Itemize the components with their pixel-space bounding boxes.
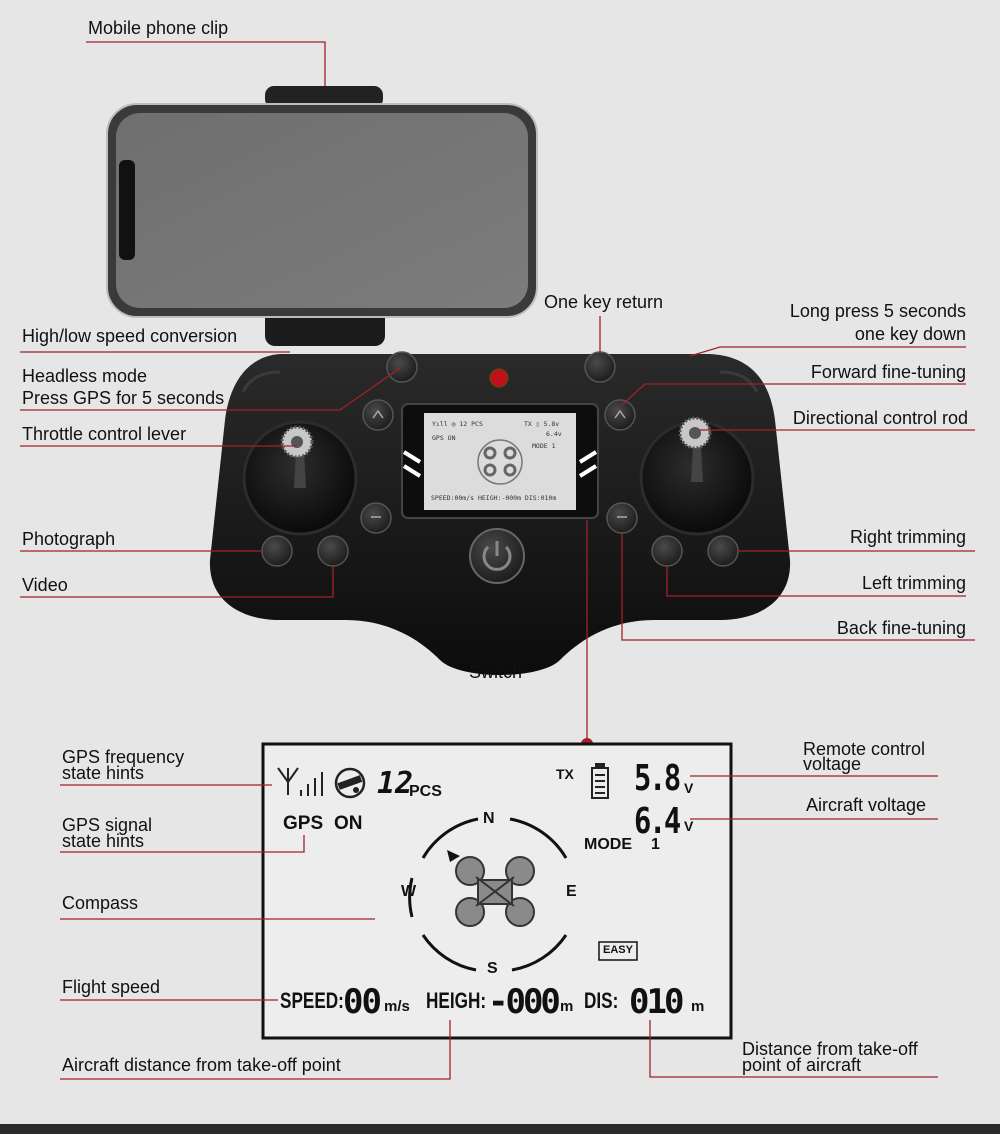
label-aircraft-distance: Aircraft distance from take-off point [62, 1055, 341, 1075]
speed-value: 00 [343, 982, 382, 1022]
gps-label: GPS [283, 813, 324, 834]
dis-label: DIS: [584, 988, 619, 1013]
satellite-icon [334, 767, 366, 799]
left-trim-button [651, 535, 683, 567]
mobile-phone [106, 103, 538, 318]
compass-west: W [401, 883, 417, 900]
rx-volt-unit: V [684, 818, 694, 834]
label-forward-tuning: Forward fine-tuning [810, 362, 966, 382]
back-tune-button [606, 502, 638, 534]
label-gps-signal-1: GPS signal [62, 815, 153, 835]
svg-text:Yıll ◎ 12 PCS: Yıll ◎ 12 PCS [432, 420, 483, 428]
label-flight-speed: Flight speed [62, 977, 161, 997]
label-aircraft-voltage: Aircraft voltage [806, 795, 927, 815]
battery-icon [591, 763, 609, 799]
label-throttle: Throttle control lever [22, 424, 187, 444]
label-compass: Compass [62, 893, 139, 913]
height-value: -000 [488, 982, 561, 1022]
label-gps-frequency-1: GPS frequency [62, 747, 185, 767]
label-headless-1: Headless mode [22, 366, 148, 386]
label-long-press-2: one key down [854, 324, 966, 344]
label-rc-voltage-2: voltage [803, 754, 862, 774]
compass [408, 817, 568, 972]
power-switch[interactable] [469, 528, 525, 584]
svg-text:SPEED:00m/s HEIGH:-000m DIS:01: SPEED:00m/s HEIGH:-000m DIS:010m [431, 494, 556, 502]
label-distance-takeoff-1: Distance from take-off [742, 1039, 918, 1059]
forward-tune-button [604, 399, 636, 431]
speed-unit: m/s [384, 998, 410, 1015]
label-gps-frequency-2: state hints [62, 763, 145, 783]
mode-label: MODE [584, 836, 632, 853]
label-one-key-return: One key return [544, 292, 664, 312]
compass-east: E [566, 883, 577, 900]
tx-voltage: 5.8 [634, 758, 681, 799]
controller-lcd: Yıll ◎ 12 PCS GPS ON TX ▯ 5.8v 6.4v MODE… [401, 403, 599, 519]
label-right-trim: Right trimming [849, 527, 966, 547]
svg-text:TX ▯ 5.8v: TX ▯ 5.8v [524, 420, 559, 428]
signal-antenna-icon [277, 767, 323, 796]
label-distance-takeoff-2: point of aircraft [742, 1055, 862, 1075]
label-speed-conversion: High/low speed conversion [22, 326, 238, 346]
photo-button [261, 535, 293, 567]
speed-up-button [362, 399, 394, 431]
video-button [317, 535, 349, 567]
leader-lines [20, 41, 975, 744]
svg-text:6.4v: 6.4v [546, 430, 562, 438]
return-button [584, 351, 616, 383]
dis-value: 010 [629, 982, 684, 1022]
label-gps-signal-2: state hints [62, 831, 145, 851]
compass-south: S [487, 960, 498, 977]
direction-stick[interactable] [639, 416, 755, 536]
right-trim-button [707, 535, 739, 567]
label-video: Video [22, 575, 68, 595]
height-label: HEIGH: [426, 988, 487, 1013]
compass-north: N [483, 810, 495, 827]
sat-unit: PCS [409, 783, 442, 800]
label-switch: Switch [469, 662, 523, 682]
gps-state: ON [334, 813, 363, 834]
status-led [489, 368, 509, 388]
drone-icon [455, 856, 535, 927]
svg-text:MODE 1: MODE 1 [532, 442, 556, 450]
sat-count: 12 [377, 766, 414, 801]
speed-label: SPEED: [280, 988, 344, 1013]
dis-unit: m [691, 998, 705, 1015]
label-headless-2: Press GPS for 5 seconds [22, 388, 225, 408]
label-photograph: Photograph [22, 529, 116, 549]
label-left-trim: Left trimming [861, 573, 966, 593]
throttle-stick[interactable] [242, 420, 358, 536]
easy-badge: EASY [603, 944, 633, 956]
mode-value: 1 [651, 836, 660, 853]
label-directional: Directional control rod [792, 408, 968, 428]
bottom-bar [0, 1124, 1000, 1134]
label-back-tuning: Back fine-tuning [836, 618, 966, 638]
label-phone-clip: Mobile phone clip [88, 18, 229, 38]
heading-arrow-icon [447, 850, 460, 862]
label-long-press-1: Long press 5 seconds [789, 301, 966, 321]
tx-label: TX [556, 766, 574, 782]
tx-volt-unit: V [684, 780, 694, 796]
rx-voltage: 6.4 [634, 801, 681, 842]
label-rc-voltage-1: Remote control [803, 739, 926, 759]
height-unit: m [560, 998, 574, 1015]
speed-down-button [360, 502, 392, 534]
svg-text:GPS ON: GPS ON [432, 434, 456, 442]
headless-button [386, 351, 418, 383]
